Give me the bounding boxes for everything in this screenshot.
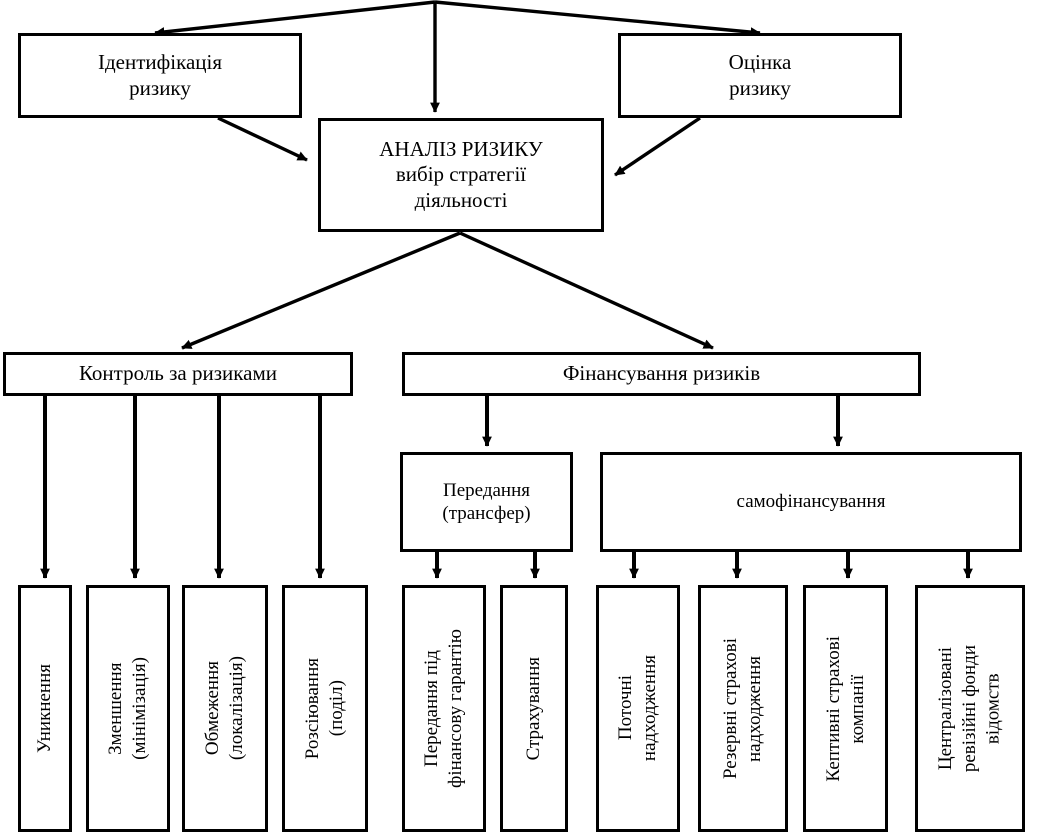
node-control-label: Контроль за ризиками [78, 361, 278, 386]
leaf-selffinancing-3-label: Кептивні страхові компанії [822, 635, 868, 782]
leaf-selffinancing-2[interactable]: Резервні страхові надходження [698, 585, 788, 832]
edge-apex-to-identification [154, 0, 436, 37]
leaf-control-1-label: Уникнення [34, 663, 56, 754]
node-transfer-label: Передання (трансфер) [442, 479, 531, 524]
node-selffinancing[interactable]: самофінансування [600, 452, 1022, 552]
leaf-transfer-1[interactable]: Передання під фінансову гарантію [402, 585, 486, 832]
leaf-transfer-1-label: Передання під фінансову гарантію [421, 629, 466, 788]
node-analysis[interactable]: АНАЛІЗ РИЗИКУ вибір стратегії діяльності [318, 118, 604, 232]
edge-analysis-to-financing [459, 231, 714, 350]
leaf-selffinancing-3[interactable]: Кептивні страхові компанії [803, 585, 888, 832]
leaf-control-4-label: Розсіювання (поділ) [302, 657, 347, 760]
leaf-control-2-label: Зменшення (мінімізація) [105, 657, 150, 760]
node-control[interactable]: Контроль за ризиками [3, 352, 353, 396]
leaf-transfer-2[interactable]: Страхування [500, 585, 568, 832]
edge-evaluation-to-analysis [614, 116, 701, 177]
leaf-selffinancing-4-label: Централізовані ревізійні фонди відомств [935, 644, 1004, 773]
leaf-selffinancing-2-label: Резервні страхові надходження [720, 637, 765, 779]
node-financing[interactable]: Фінансування ризиків [402, 352, 921, 396]
edge-identification-to-analysis [217, 116, 308, 162]
node-transfer[interactable]: Передання (трансфер) [400, 452, 573, 552]
edge-analysis-to-control [181, 231, 461, 350]
leaf-selffinancing-1-label: Поточні надходження [615, 655, 660, 762]
leaf-transfer-2-label: Страхування [523, 656, 545, 761]
node-evaluation[interactable]: Оцінка ризику [618, 33, 902, 118]
node-identification-label: Ідентифікація ризику [97, 49, 223, 100]
leaf-control-3[interactable]: Обмеження (локалізація) [182, 585, 268, 832]
node-financing-label: Фінансування ризиків [562, 361, 761, 386]
leaf-selffinancing-4[interactable]: Централізовані ревізійні фонди відомств [915, 585, 1025, 832]
node-analysis-label: АНАЛІЗ РИЗИКУ вибір стратегії діяльності [379, 136, 543, 212]
node-evaluation-label: Оцінка ризику [728, 49, 792, 100]
edge-apex-to-evaluation [434, 0, 761, 37]
leaf-control-3-label: Обмеження (локалізація) [202, 656, 247, 761]
node-selffinancing-label: самофінансування [736, 491, 886, 513]
leaf-selffinancing-1[interactable]: Поточні надходження [596, 585, 680, 832]
leaf-control-1[interactable]: Уникнення [18, 585, 72, 832]
leaf-control-2[interactable]: Зменшення (мінімізація) [86, 585, 170, 832]
leaf-control-4[interactable]: Розсіювання (поділ) [282, 585, 368, 832]
node-identification[interactable]: Ідентифікація ризику [18, 33, 302, 118]
